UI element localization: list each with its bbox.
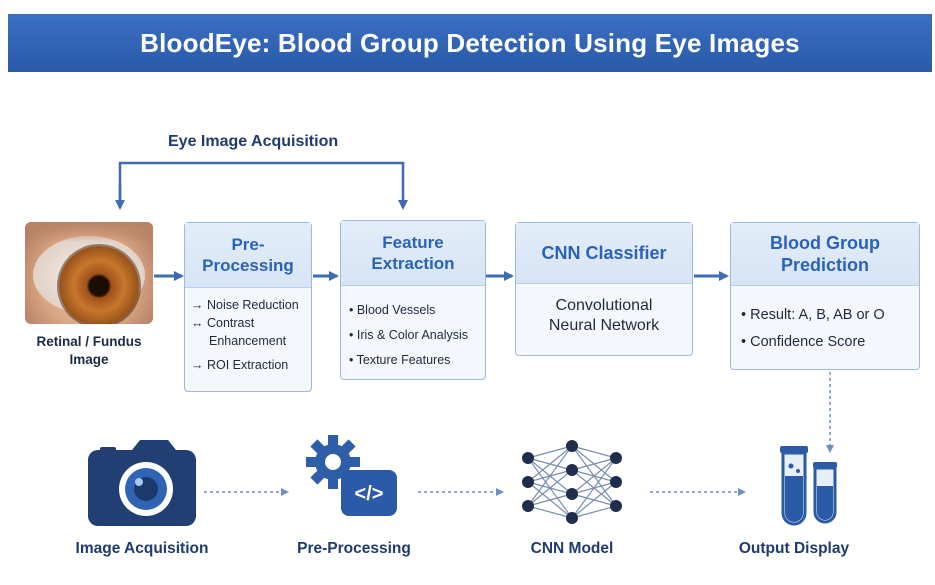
prediction-box: Blood Group Prediction • Result: A, B, A… bbox=[730, 222, 920, 370]
eye-lid bbox=[25, 222, 153, 242]
acquisition-bracket-arrow bbox=[118, 161, 408, 210]
preprocessing-title-line1: Pre- bbox=[231, 235, 265, 254]
page-title: BloodEye: Blood Group Detection Using Ey… bbox=[8, 14, 932, 72]
cnn-body-line2: Neural Network bbox=[548, 317, 660, 334]
eye-caption: Retinal / Fundus Image bbox=[22, 333, 156, 369]
prediction-list: • Result: A, B, AB or O • Confidence Sco… bbox=[731, 286, 919, 356]
camera-icon bbox=[88, 440, 196, 526]
cnn-classifier-box: CNN Classifier Convolutional Neural Netw… bbox=[515, 222, 693, 356]
acquisition-label: Eye Image Acquisition bbox=[168, 133, 339, 150]
prediction-title-line2: Prediction bbox=[780, 255, 869, 275]
list-item: ↔ Contrast bbox=[191, 316, 255, 330]
prediction-title-line1: Blood Group bbox=[770, 233, 880, 253]
eye-caption-line1: Retinal / Fundus bbox=[36, 334, 142, 349]
bottom-label-acquisition: Image Acquisition bbox=[75, 540, 209, 557]
feature-title-line2: Extraction bbox=[371, 254, 455, 273]
list-item: → Noise Reduction bbox=[191, 298, 299, 312]
cnn-title: CNN Classifier bbox=[516, 223, 692, 284]
list-item: • Confidence Score bbox=[741, 334, 866, 350]
eye-iris bbox=[59, 246, 139, 324]
bottom-label-cnn-model: CNN Model bbox=[530, 540, 614, 557]
neural-network-icon bbox=[527, 445, 617, 519]
feature-extraction-box: Feature Extraction • Blood Vessels • Iri… bbox=[340, 220, 486, 380]
list-item: • Blood Vessels bbox=[349, 303, 436, 317]
list-item: Enhancement bbox=[209, 334, 287, 348]
eye-sclera bbox=[33, 236, 145, 324]
feature-title: Feature Extraction bbox=[341, 221, 485, 286]
prediction-title: Blood Group Prediction bbox=[731, 223, 919, 286]
preprocessing-box: Pre- Processing → Noise Reduction ↔ Cont… bbox=[184, 222, 312, 392]
gear-code-icon: </> bbox=[306, 435, 397, 516]
list-item: • Result: A, B, AB or O bbox=[741, 307, 885, 323]
neural-network-nodes bbox=[522, 440, 622, 524]
svg-text:</>: </> bbox=[355, 483, 384, 505]
list-item: • Iris & Color Analysis bbox=[349, 328, 468, 342]
eye-caption-line2: Image bbox=[69, 352, 109, 367]
cnn-body: Convolutional Neural Network bbox=[516, 284, 692, 336]
feature-list: • Blood Vessels • Iris & Color Analysis … bbox=[341, 286, 485, 373]
test-tubes-icon bbox=[780, 446, 837, 526]
feature-title-line1: Feature bbox=[382, 233, 444, 252]
eye-image bbox=[25, 222, 153, 324]
bottom-label-output: Output Display bbox=[738, 540, 850, 557]
bottom-label-preprocessing: Pre-Processing bbox=[297, 540, 411, 557]
preprocessing-title: Pre- Processing bbox=[185, 223, 311, 288]
preprocessing-list: → Noise Reduction ↔ Contrast Enhancement… bbox=[185, 288, 311, 374]
list-item: • Texture Features bbox=[349, 353, 451, 367]
preprocessing-title-line2: Processing bbox=[202, 256, 294, 275]
list-item: → ROI Extraction bbox=[191, 358, 289, 372]
cnn-body-line1: Convolutional bbox=[555, 297, 653, 314]
